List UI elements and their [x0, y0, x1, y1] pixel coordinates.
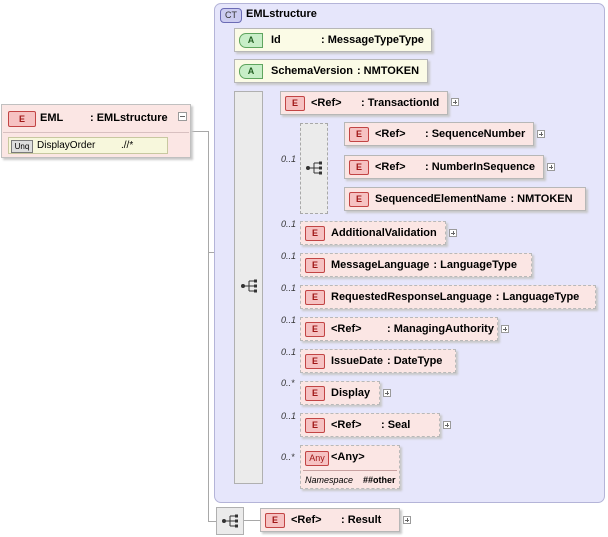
- namespace-label: Namespace: [305, 475, 354, 485]
- element-type: : NMTOKEN: [510, 193, 573, 205]
- constraint-name: DisplayOrder: [37, 140, 96, 151]
- element-badge: E: [349, 191, 369, 207]
- sequence-icon: [306, 161, 322, 175]
- complex-type-title: EMLstructure: [246, 8, 317, 20]
- cardinality: 0..1: [281, 219, 297, 229]
- element-badge: E: [349, 126, 369, 142]
- connector-line: [208, 521, 216, 522]
- expand-button[interactable]: [451, 98, 459, 106]
- ref-label: <Ref>: [291, 514, 322, 526]
- element-badge: E: [305, 321, 325, 337]
- element-name: RequestedResponseLanguage: [331, 291, 492, 303]
- cardinality: 0..*: [281, 378, 295, 388]
- complex-type-badge: CT: [220, 8, 242, 23]
- attribute-type: : MessageTypeType: [321, 34, 424, 46]
- element-badge: E: [305, 225, 325, 241]
- ref-label: <Ref>: [331, 323, 362, 335]
- element-name: MessageLanguage: [331, 259, 430, 271]
- element-name: AdditionalValidation: [331, 227, 437, 239]
- unique-badge: Unq: [11, 140, 33, 153]
- element-transaction-id[interactable]: E <Ref> : TransactionId: [280, 91, 448, 115]
- expand-button[interactable]: [501, 325, 509, 333]
- cardinality: 0..1: [281, 154, 297, 164]
- ref-label: <Ref>: [331, 419, 362, 431]
- connector-line: [191, 131, 209, 132]
- element-requested-response-language[interactable]: E RequestedResponseLanguage : LanguageTy…: [300, 285, 596, 309]
- connector-line: [244, 520, 260, 521]
- attribute-id[interactable]: A Id : MessageTypeType: [234, 28, 432, 52]
- root-element[interactable]: E EML : EMLstructure Unq DisplayOrder ./…: [1, 104, 191, 158]
- cardinality: 0..1: [281, 251, 297, 261]
- collapse-button[interactable]: [178, 112, 187, 121]
- cardinality: 0..1: [281, 411, 297, 421]
- attribute-schema-version[interactable]: A SchemaVersion : NMTOKEN: [234, 59, 428, 83]
- attribute-type: : NMTOKEN: [356, 65, 420, 77]
- attribute-name: Id: [271, 34, 281, 46]
- element-badge: E: [265, 512, 285, 528]
- attribute-name: SchemaVersion: [271, 65, 353, 77]
- sequence-compositor[interactable]: [216, 507, 244, 535]
- ref-label: <Ref>: [375, 161, 406, 173]
- divider: [303, 470, 397, 471]
- element-name: Display: [331, 387, 371, 399]
- element-badge: E: [305, 417, 325, 433]
- any-badge: Any: [305, 451, 329, 466]
- cardinality: 0..1: [281, 283, 297, 293]
- element-badge: E: [305, 289, 325, 305]
- element-name: : SequenceNumber: [425, 128, 526, 140]
- element-name: SequencedElementName: [375, 193, 507, 205]
- element-name: <Any>: [331, 451, 365, 463]
- attribute-badge: A: [239, 32, 263, 48]
- sequence-icon: [222, 514, 238, 528]
- element-name: : NumberInSequence: [425, 161, 536, 173]
- element-badge: E: [349, 159, 369, 175]
- element-any[interactable]: Any <Any> Namespace ##other: [300, 445, 400, 489]
- element-sequence-number[interactable]: E <Ref> : SequenceNumber: [344, 122, 534, 146]
- ref-label: <Ref>: [311, 97, 342, 109]
- element-badge: E: [305, 257, 325, 273]
- element-name: : Result: [341, 514, 382, 526]
- attribute-badge: A: [239, 63, 263, 79]
- element-type: : DateType: [386, 355, 443, 367]
- element-sequenced-element-name[interactable]: E SequencedElementName : NMTOKEN: [344, 187, 586, 211]
- expand-button[interactable]: [547, 163, 555, 171]
- element-seal[interactable]: E <Ref> : Seal: [300, 413, 440, 437]
- root-name: EML: [40, 112, 64, 124]
- identity-constraint[interactable]: Unq DisplayOrder .//*: [8, 137, 168, 154]
- constraint-selector: .//*: [121, 140, 134, 151]
- element-additional-validation[interactable]: E AdditionalValidation: [300, 221, 446, 245]
- element-managing-authority[interactable]: E <Ref> : ManagingAuthority: [300, 317, 498, 341]
- element-badge: E: [8, 111, 36, 127]
- root-type: : EMLstructure: [90, 112, 168, 124]
- divider: [3, 132, 189, 133]
- element-name: : TransactionId: [361, 97, 440, 109]
- element-badge: E: [285, 95, 305, 111]
- element-name: IssueDate: [331, 355, 383, 367]
- element-display[interactable]: E Display: [300, 381, 380, 405]
- element-number-in-sequence[interactable]: E <Ref> : NumberInSequence: [344, 155, 544, 179]
- cardinality: 0..1: [281, 315, 297, 325]
- element-message-language[interactable]: E MessageLanguage : LanguageType: [300, 253, 532, 277]
- element-type: : LanguageType: [495, 291, 580, 303]
- element-badge: E: [305, 353, 325, 369]
- expand-button[interactable]: [537, 130, 545, 138]
- element-badge: E: [305, 385, 325, 401]
- expand-button[interactable]: [443, 421, 451, 429]
- ref-label: <Ref>: [375, 128, 406, 140]
- expand-button[interactable]: [383, 389, 391, 397]
- connector-line: [208, 131, 209, 522]
- namespace-value: ##other: [363, 475, 396, 485]
- element-issue-date[interactable]: E IssueDate : DateType: [300, 349, 456, 373]
- expand-button[interactable]: [403, 516, 411, 524]
- cardinality: 0..1: [281, 347, 297, 357]
- element-name: : Seal: [381, 419, 411, 431]
- element-type: : LanguageType: [433, 259, 517, 271]
- sequence-icon: [241, 279, 257, 293]
- element-result[interactable]: E <Ref> : Result: [260, 508, 400, 532]
- cardinality: 0..*: [281, 452, 295, 462]
- expand-button[interactable]: [449, 229, 457, 237]
- element-name: : ManagingAuthority: [387, 323, 494, 335]
